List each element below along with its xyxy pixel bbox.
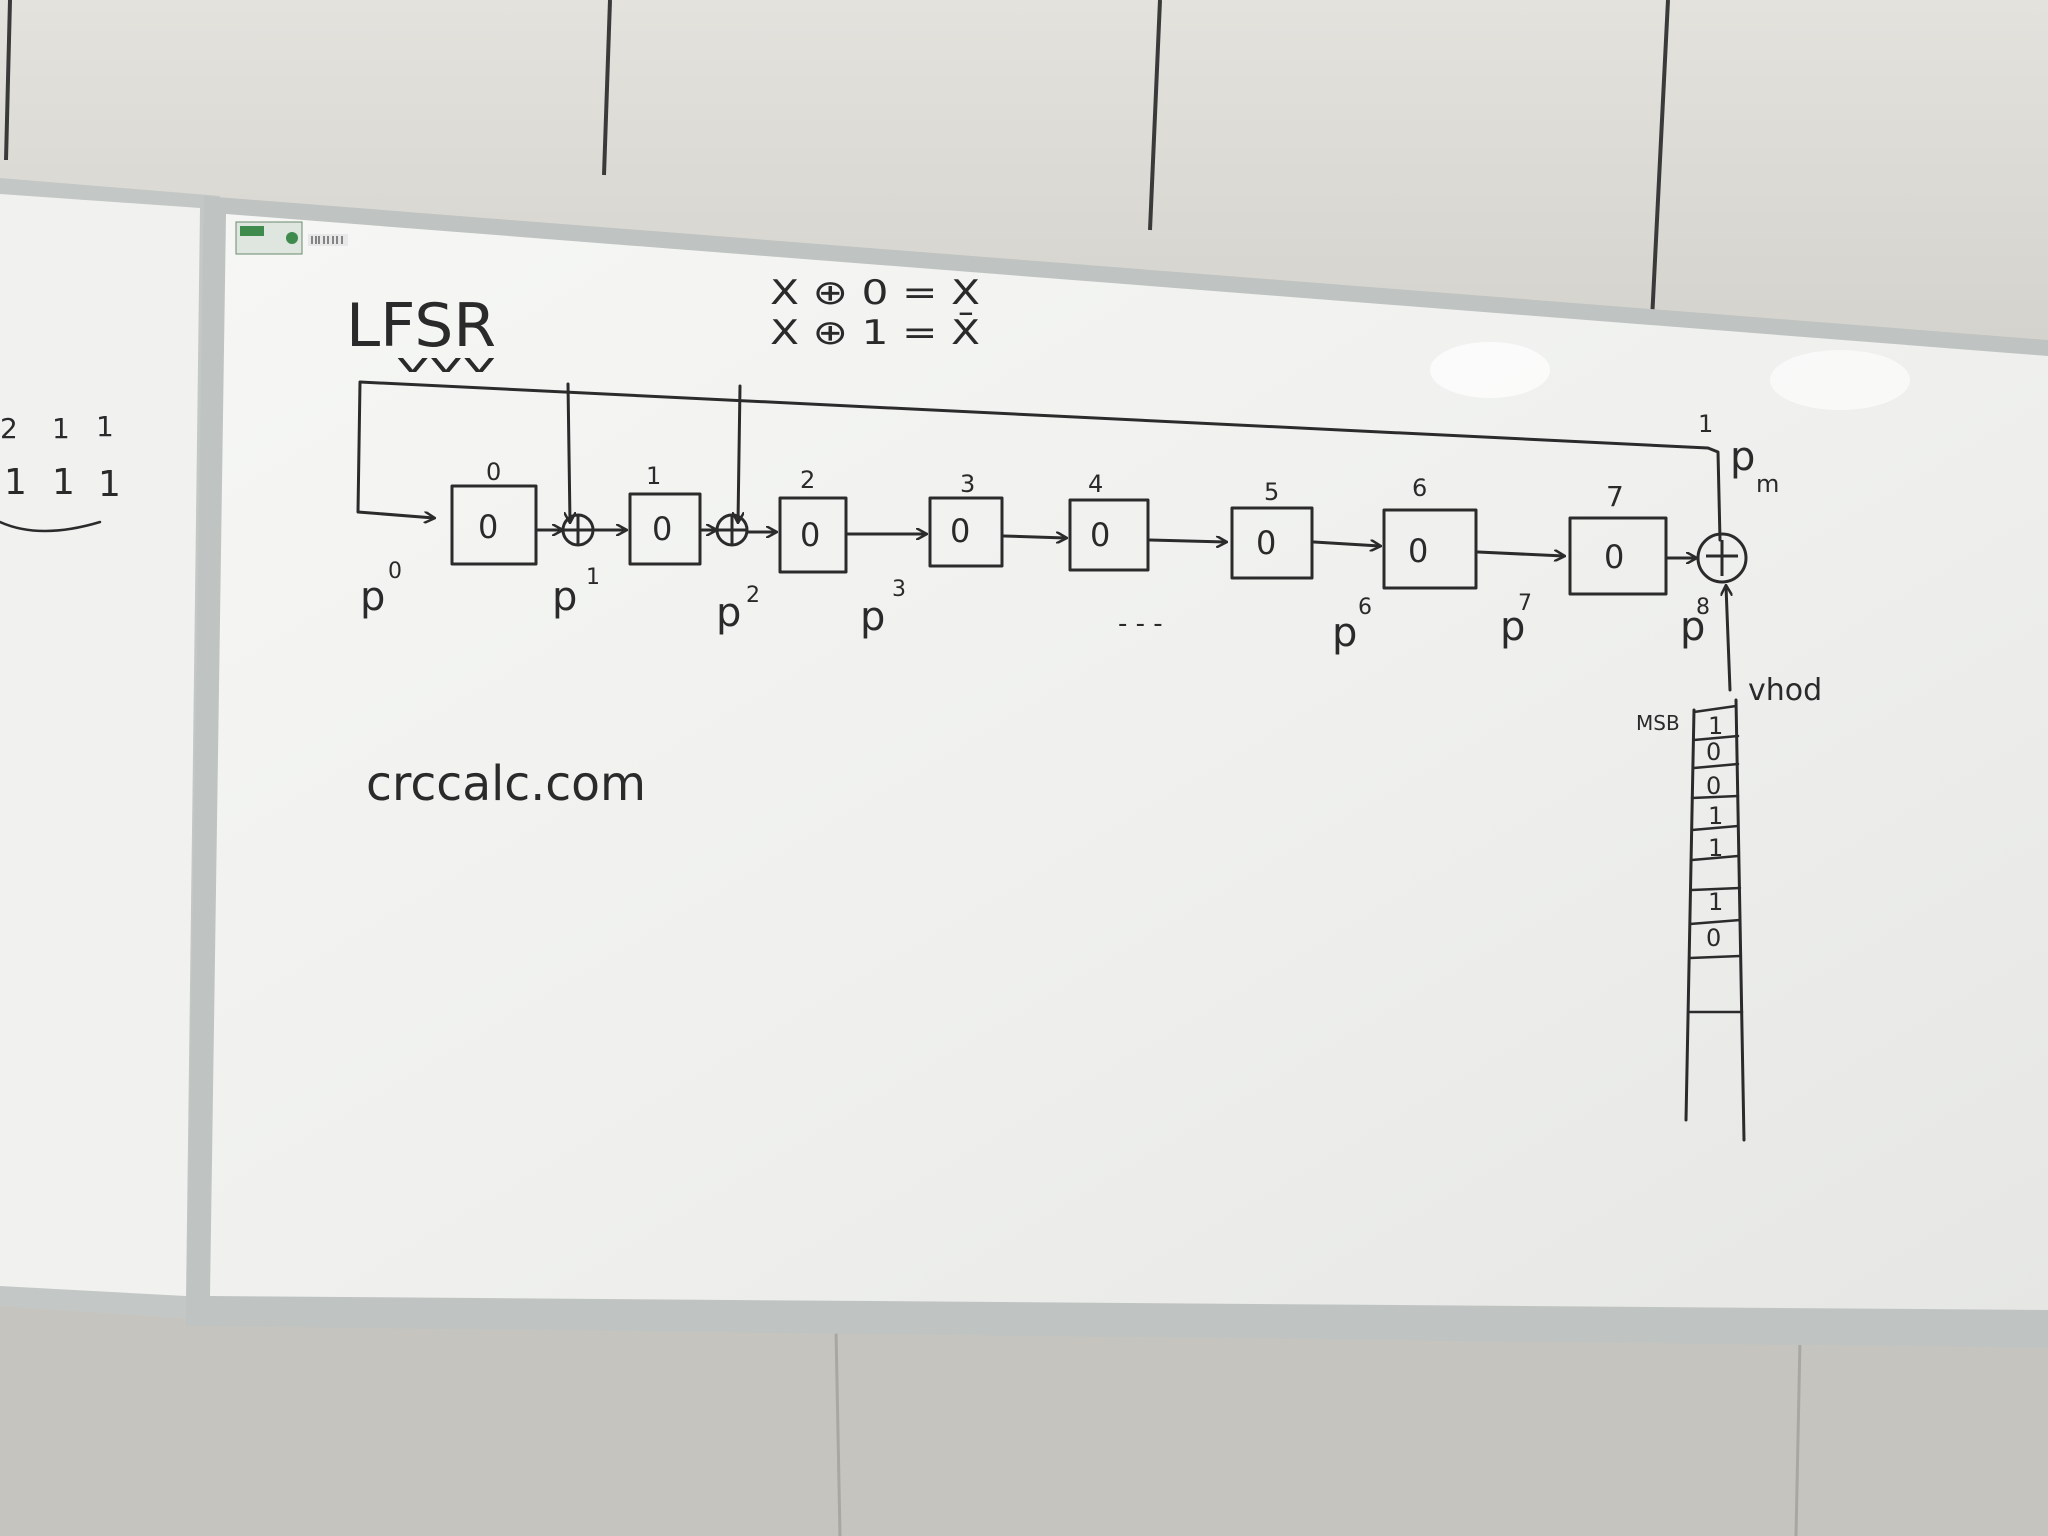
lfsr-title: LFSR vvv	[346, 291, 496, 379]
p2-label: p	[716, 590, 741, 636]
concrete-seams	[834, 1329, 1802, 1536]
input-bit-2: 0	[1706, 772, 1721, 800]
register-index-4: 4	[1088, 470, 1103, 498]
register-value-2: 0	[800, 516, 820, 554]
register-index-5: 5	[1264, 478, 1279, 506]
xor-node-8	[1696, 532, 1748, 584]
register-index-1: 1	[646, 462, 661, 490]
lfsr-underline-marks: vvv	[396, 349, 496, 379]
input-column: 1 0 0 1 1 1 0 MSB vhod	[1636, 673, 1822, 1142]
register-value-6: 0	[1408, 532, 1428, 570]
light-glare-2	[1770, 350, 1910, 410]
register-index-7: 7	[1606, 480, 1624, 513]
register-box-4	[1068, 498, 1150, 572]
pm-label: p	[1730, 434, 1755, 480]
register-box-1	[628, 492, 702, 566]
left-row1-b: 1	[52, 412, 70, 445]
lfsr-heading: LFSR	[346, 291, 496, 361]
left-row2-b: 1	[52, 462, 75, 503]
xor-rule-1: X ⊕ 0 = X	[770, 273, 980, 313]
register-value-1: 0	[652, 510, 672, 548]
website-text: crccalc.com	[366, 756, 646, 812]
p0-label: p	[360, 574, 385, 620]
polynomial-labels: p 0 p 1 p 2 p 3 - - - p 6 p 7 p 8	[360, 559, 1710, 656]
feedback-top-mark: 1	[1698, 410, 1713, 438]
register-index-6: 6	[1412, 474, 1427, 502]
p0-exponent: 0	[388, 559, 402, 584]
feedback-wires	[356, 380, 1722, 542]
register-labels: 0 0 1 0 2 0 3 0 4 0 5 0 6 0 7 0	[478, 458, 1624, 576]
vhod-label: vhod	[1748, 673, 1822, 708]
wall-panel-seams	[4, 0, 1670, 321]
left-row2-a: 1	[4, 462, 27, 503]
p1-label: p	[552, 574, 577, 620]
register-value-4: 0	[1090, 516, 1110, 554]
board-label-sticker	[235, 221, 348, 255]
register-box-2	[778, 496, 848, 574]
p6-label: p	[1332, 610, 1357, 656]
input-bit-0: 1	[1708, 712, 1723, 740]
p6-exponent: 6	[1358, 595, 1372, 620]
main-board	[210, 214, 2048, 1310]
register-box-7	[1568, 516, 1668, 596]
ellipsis: - - -	[1118, 609, 1163, 639]
xor-node-2	[715, 513, 749, 547]
p7-label: p	[1500, 604, 1525, 650]
p7-exponent: 7	[1518, 591, 1532, 616]
light-glare	[1430, 342, 1550, 398]
left-row1-c: 1	[96, 410, 114, 443]
p2-exponent: 2	[746, 583, 760, 608]
concrete-wall	[0, 1300, 2048, 1536]
input-bit-3: 1	[1708, 802, 1723, 830]
feedback-labels: 1 p m	[1698, 410, 1779, 498]
p3-label: p	[860, 594, 885, 640]
p8-label: p	[1680, 604, 1705, 650]
xor-rule-2: X ⊕ 1 = X̄	[770, 312, 980, 353]
left-row1-a: 2	[0, 412, 18, 445]
pm-subscript: m	[1756, 470, 1779, 498]
register-index-3: 3	[960, 470, 975, 498]
left-board-writing: 2 1 1 1 1 1	[0, 410, 121, 533]
register-value-3: 0	[950, 512, 970, 550]
register-box-6	[1382, 508, 1478, 590]
shift-register-chain	[450, 484, 1748, 692]
p3-exponent: 3	[892, 577, 906, 602]
left-row2-c: 1	[98, 464, 121, 505]
xor-rules: X ⊕ 0 = X X ⊕ 1 = X̄	[770, 273, 980, 353]
register-index-0: 0	[486, 458, 501, 486]
input-bit-6: 0	[1706, 924, 1721, 952]
register-index-2: 2	[800, 466, 815, 494]
register-value-5: 0	[1256, 524, 1276, 562]
msb-label: MSB	[1636, 711, 1680, 735]
input-bit-1: 0	[1706, 738, 1721, 766]
register-box-3	[928, 496, 1004, 568]
register-value-7: 0	[1604, 538, 1624, 576]
register-value-0: 0	[478, 508, 498, 546]
input-bit-5: 1	[1708, 888, 1723, 916]
xor-node-1	[561, 513, 595, 547]
p8-exponent: 8	[1696, 595, 1710, 620]
register-box-5	[1230, 506, 1314, 580]
p1-exponent: 1	[586, 565, 600, 590]
register-box-0	[450, 484, 538, 566]
left-board	[0, 194, 200, 1296]
input-bit-4: 1	[1708, 834, 1723, 862]
